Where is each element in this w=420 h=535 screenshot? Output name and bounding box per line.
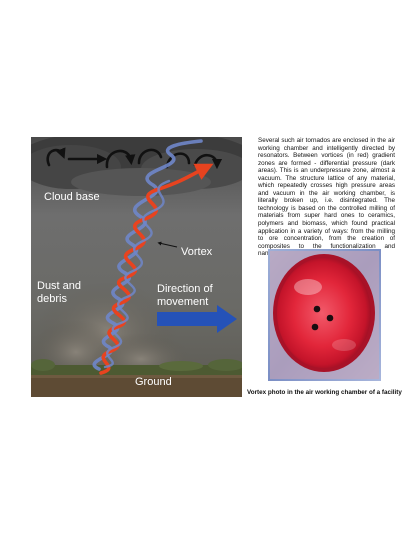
red-disc [277, 258, 371, 368]
tornado-illustration: Cloud base Vortex Dust and debris Direct… [16, 129, 256, 397]
vortex-dark-spots [311, 305, 334, 331]
tornado-diagram [16, 129, 256, 397]
direction-label-line2: movement [157, 296, 209, 308]
dust-label-line1: Dust and [37, 280, 82, 292]
cloud-base-label: Cloud base [44, 191, 100, 203]
ground [31, 375, 242, 397]
cloud-base [16, 129, 256, 196]
vortex-label: Vortex [181, 246, 213, 258]
vortex-photo [268, 249, 381, 381]
vortex-spiral [92, 139, 214, 375]
photo-caption: Vortex photo in the air working chamber … [247, 389, 402, 396]
vortex-pointer [157, 241, 178, 248]
ground-label: Ground [135, 376, 172, 388]
dust-label-line2: debris [37, 293, 67, 305]
direction-label-line1: Direction of [157, 283, 213, 295]
tree-line [31, 359, 244, 377]
vortex-photo-image [268, 249, 381, 381]
direction-arrow [157, 305, 237, 333]
description-paragraph: Several such air tornados are enclosed i… [258, 137, 395, 257]
